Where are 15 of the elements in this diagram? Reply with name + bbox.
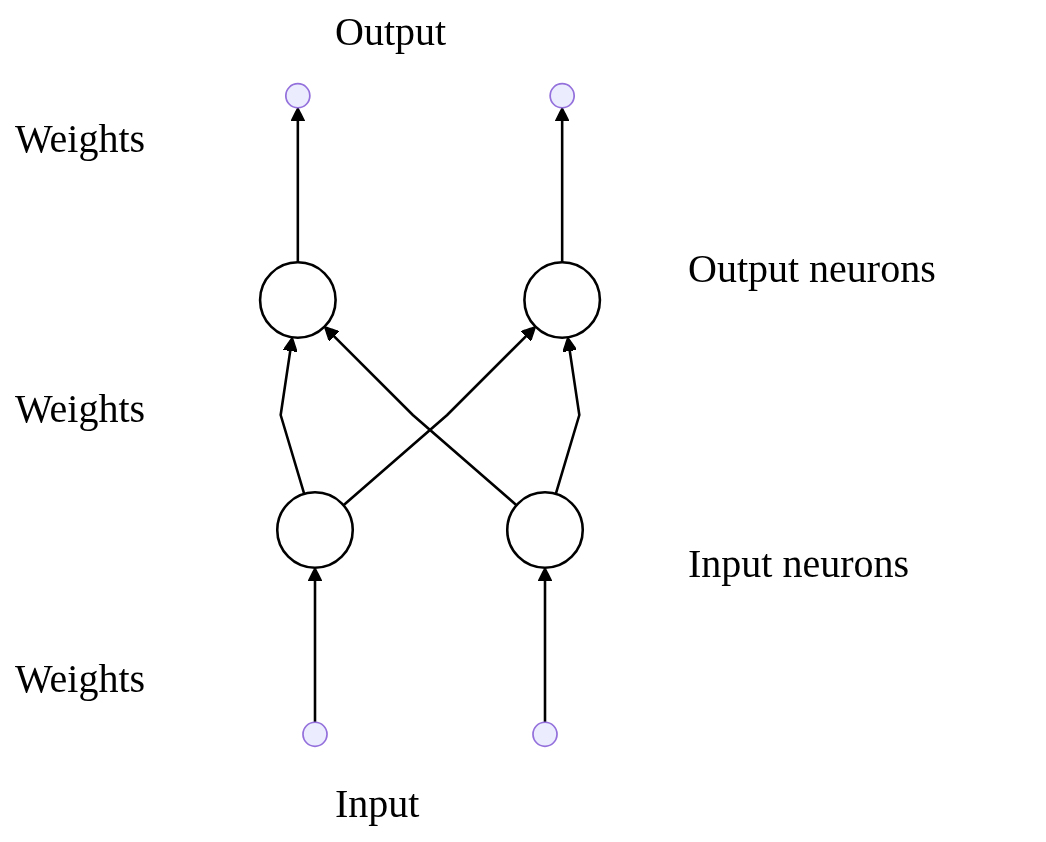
- text-label: Output: [335, 8, 447, 55]
- arrow: [279, 336, 306, 495]
- text-label: Input: [335, 780, 420, 827]
- text-label: Output neurons: [688, 245, 936, 292]
- arrow: [307, 567, 323, 723]
- text-label: Weights: [15, 655, 146, 702]
- text-label: Weights: [15, 115, 146, 162]
- arrow: [342, 326, 537, 507]
- arrow: [323, 326, 518, 507]
- text-label: Weights: [15, 385, 146, 432]
- arrow: [554, 107, 570, 263]
- text-label: Input neurons: [688, 540, 910, 587]
- arrow: [537, 567, 553, 723]
- arrow: [290, 107, 306, 263]
- arrow: [554, 336, 581, 495]
